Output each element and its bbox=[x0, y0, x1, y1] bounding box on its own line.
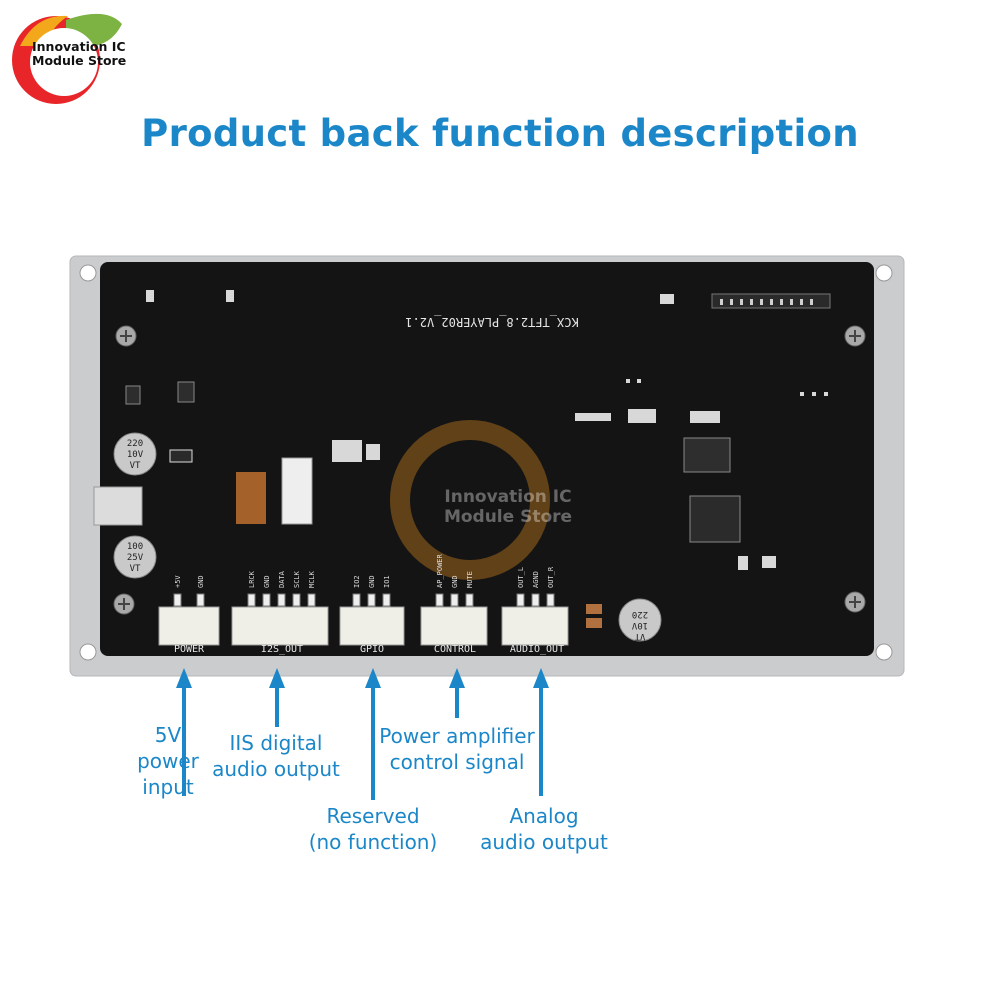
connector-power: POWER +5V GND bbox=[158, 575, 220, 655]
svg-text:25V: 25V bbox=[127, 553, 144, 563]
logo-line2: Module Store bbox=[32, 53, 127, 68]
svg-text:IO1: IO1 bbox=[383, 575, 391, 588]
callout-amp-control: Power amplifier control signal bbox=[376, 723, 538, 775]
callout-analog-output: Analog audio output bbox=[464, 803, 624, 855]
svg-text:GND: GND bbox=[451, 575, 459, 588]
svg-text:AUDIO_OUT: AUDIO_OUT bbox=[510, 644, 564, 655]
callout-iis-output: IIS digital audio output bbox=[196, 730, 356, 782]
svg-text:100: 100 bbox=[127, 542, 143, 552]
svg-text:VT: VT bbox=[130, 564, 141, 574]
arrow-reserved bbox=[365, 668, 381, 800]
callout-analog-line1: Analog bbox=[509, 804, 579, 828]
callout-control-line1: Power amplifier bbox=[379, 724, 535, 748]
svg-text:I2S_OUT: I2S_OUT bbox=[261, 644, 303, 655]
connector-gpio: GPIO IO2 GND IO1 bbox=[339, 575, 405, 655]
page-title: Product back function description bbox=[141, 112, 859, 155]
svg-text:IO2: IO2 bbox=[353, 575, 361, 588]
svg-text:220: 220 bbox=[632, 609, 648, 619]
callout-control-line2: control signal bbox=[389, 750, 525, 774]
callout-reserved-line1: Reserved bbox=[326, 804, 420, 828]
svg-text:+5V: +5V bbox=[174, 575, 182, 588]
svg-text:AGND: AGND bbox=[532, 571, 540, 588]
mount-hole-tl bbox=[79, 264, 97, 282]
svg-text:LRCK: LRCK bbox=[248, 570, 256, 588]
mount-hole-tr bbox=[875, 264, 893, 282]
svg-text:DATA: DATA bbox=[278, 570, 286, 588]
svg-text:220: 220 bbox=[127, 439, 143, 449]
capacitor-2: 100 25V VT bbox=[113, 535, 157, 579]
connector-i2s-out: I2S_OUT LRCK GND DATA SCLK MCLK bbox=[231, 570, 329, 655]
capacitor-1: 220 10V VT bbox=[113, 432, 157, 476]
watermark-line1: Innovation IC bbox=[444, 487, 571, 507]
svg-text:VT: VT bbox=[130, 461, 141, 471]
watermark-line2: Module Store bbox=[444, 507, 572, 527]
store-logo bbox=[12, 13, 122, 104]
flex-socket bbox=[281, 457, 313, 525]
arrow-analog bbox=[533, 668, 549, 796]
arrow-power bbox=[176, 668, 192, 796]
watermark-logo bbox=[390, 420, 550, 580]
svg-text:GND: GND bbox=[197, 575, 205, 588]
callout-power-line2: power bbox=[137, 749, 199, 773]
capacitor-3: 220 10V VT bbox=[618, 598, 662, 642]
mount-hole-br bbox=[875, 643, 893, 661]
callout-power-input: 5V power input bbox=[120, 722, 216, 800]
callout-reserved: Reserved (no function) bbox=[292, 803, 454, 855]
svg-text:GND: GND bbox=[368, 575, 376, 588]
svg-text:MCLK: MCLK bbox=[308, 570, 316, 588]
arrow-iis bbox=[269, 668, 285, 727]
callout-power-line1: 5V bbox=[154, 723, 182, 747]
callout-iis-line1: IIS digital bbox=[229, 731, 323, 755]
callout-reserved-line2: (no function) bbox=[308, 830, 438, 854]
callout-iis-line2: audio output bbox=[212, 757, 340, 781]
board-silkscreen: KCX_TFT2.8_PLAYER02_V2.1 bbox=[405, 315, 578, 329]
pcb bbox=[100, 262, 874, 656]
svg-text:OUT_R: OUT_R bbox=[547, 566, 555, 588]
svg-text:SCLK: SCLK bbox=[293, 570, 301, 588]
svg-text:10V: 10V bbox=[631, 620, 648, 630]
svg-text:CONTROL: CONTROL bbox=[434, 644, 476, 655]
arrow-control bbox=[449, 668, 465, 718]
amplifier-chip bbox=[683, 437, 731, 473]
svg-text:MUTE: MUTE bbox=[466, 571, 474, 588]
callout-power-line3: input bbox=[142, 775, 194, 799]
switch-component bbox=[93, 486, 143, 526]
callout-analog-line2: audio output bbox=[480, 830, 608, 854]
svg-text:GND: GND bbox=[263, 575, 271, 588]
svg-text:10V: 10V bbox=[127, 450, 144, 460]
svg-text:GPIO: GPIO bbox=[360, 644, 384, 655]
connector-audio-out: AUDIO_OUT OUT_L AGND OUT_R bbox=[501, 566, 569, 655]
svg-text:OUT_L: OUT_L bbox=[517, 567, 525, 588]
flex-cable bbox=[236, 472, 266, 524]
main-chip bbox=[689, 495, 741, 543]
connector-control: CONTROL AP_POWER GND MUTE bbox=[420, 553, 488, 655]
mount-hole-bl bbox=[79, 643, 97, 661]
svg-text:AP_POWER: AP_POWER bbox=[436, 553, 444, 588]
svg-text:POWER: POWER bbox=[174, 644, 205, 655]
screws bbox=[113, 325, 866, 615]
logo-orange-leaf bbox=[20, 15, 68, 46]
logo-text: Innovation IC Module Store bbox=[32, 40, 126, 68]
logo-line1: Innovation IC bbox=[32, 39, 126, 54]
svg-text:VT: VT bbox=[634, 631, 645, 641]
